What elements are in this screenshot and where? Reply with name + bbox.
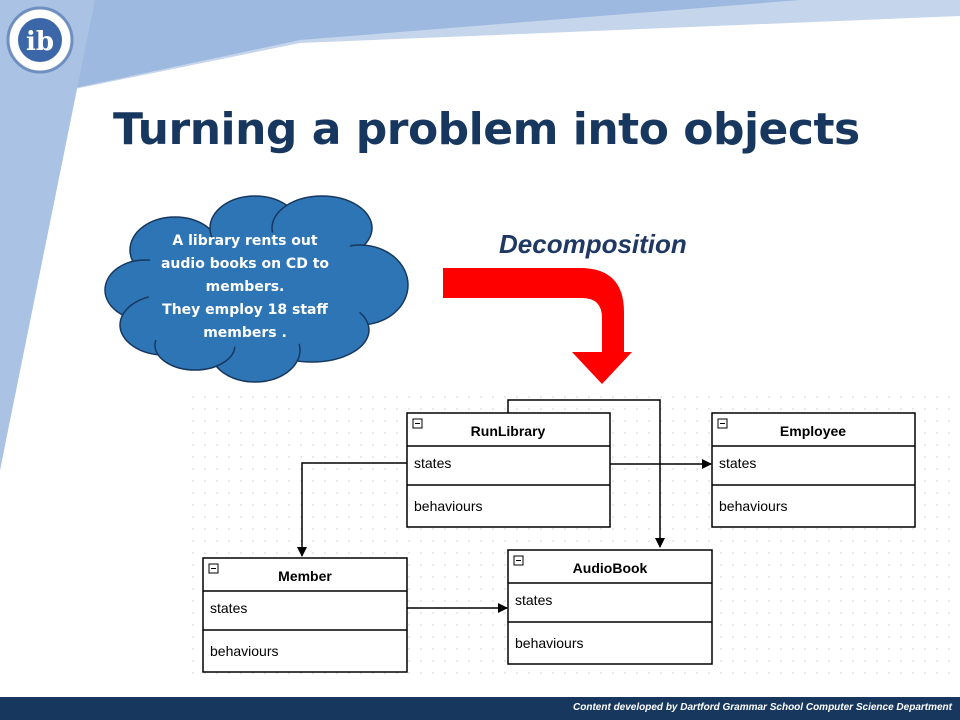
cloud-line-3: members. bbox=[205, 279, 285, 295]
class-runlibrary[interactable]: RunLibrary states behaviours bbox=[406, 412, 611, 528]
slide-title: Turning a problem into objects bbox=[113, 104, 860, 155]
class-employee[interactable]: Employee states behaviours bbox=[711, 412, 916, 528]
class-employee-states: states bbox=[719, 455, 756, 471]
problem-cloud-fill bbox=[148, 232, 368, 348]
logo-text: ib bbox=[26, 27, 54, 57]
left-band bbox=[0, 0, 95, 470]
ib-logo-icon: ib bbox=[6, 6, 74, 74]
class-audiobook-states: states bbox=[515, 592, 552, 608]
collapse-icon[interactable] bbox=[412, 418, 423, 429]
class-member-states: states bbox=[210, 600, 247, 616]
cloud-line-1: A library rents out bbox=[172, 233, 318, 249]
class-member[interactable]: Member states behaviours bbox=[202, 557, 408, 673]
collapse-icon[interactable] bbox=[208, 563, 219, 574]
class-member-behaviours: behaviours bbox=[210, 643, 279, 659]
cloud-text: A library rents out audio books on CD to… bbox=[130, 230, 360, 345]
connector-runlibrary-audiobook bbox=[507, 399, 665, 548]
cloud-line-4: They employ 18 staff bbox=[162, 302, 328, 318]
class-runlibrary-behaviours: behaviours bbox=[414, 498, 483, 514]
class-audiobook[interactable]: AudioBook states behaviours bbox=[507, 549, 713, 665]
footer-text: Content developed by Dartford Grammar Sc… bbox=[573, 702, 952, 713]
footer-bar: Content developed by Dartford Grammar Sc… bbox=[0, 697, 960, 720]
collapse-icon[interactable] bbox=[717, 418, 728, 429]
class-audiobook-behaviours: behaviours bbox=[515, 635, 584, 651]
collapse-icon[interactable] bbox=[513, 555, 524, 566]
connector-runlibrary-member bbox=[297, 462, 407, 557]
class-runlibrary-name: RunLibrary bbox=[471, 423, 546, 439]
class-member-name: Member bbox=[278, 568, 332, 584]
cloud-line-5: members . bbox=[203, 325, 287, 341]
class-employee-behaviours: behaviours bbox=[719, 498, 788, 514]
cloud-line-2: audio books on CD to bbox=[160, 256, 330, 272]
decomposition-label: Decomposition bbox=[499, 229, 687, 259]
class-audiobook-name: AudioBook bbox=[573, 560, 648, 576]
decomposition-arrow bbox=[443, 268, 632, 384]
class-runlibrary-states: states bbox=[414, 455, 451, 471]
class-employee-name: Employee bbox=[780, 423, 846, 439]
